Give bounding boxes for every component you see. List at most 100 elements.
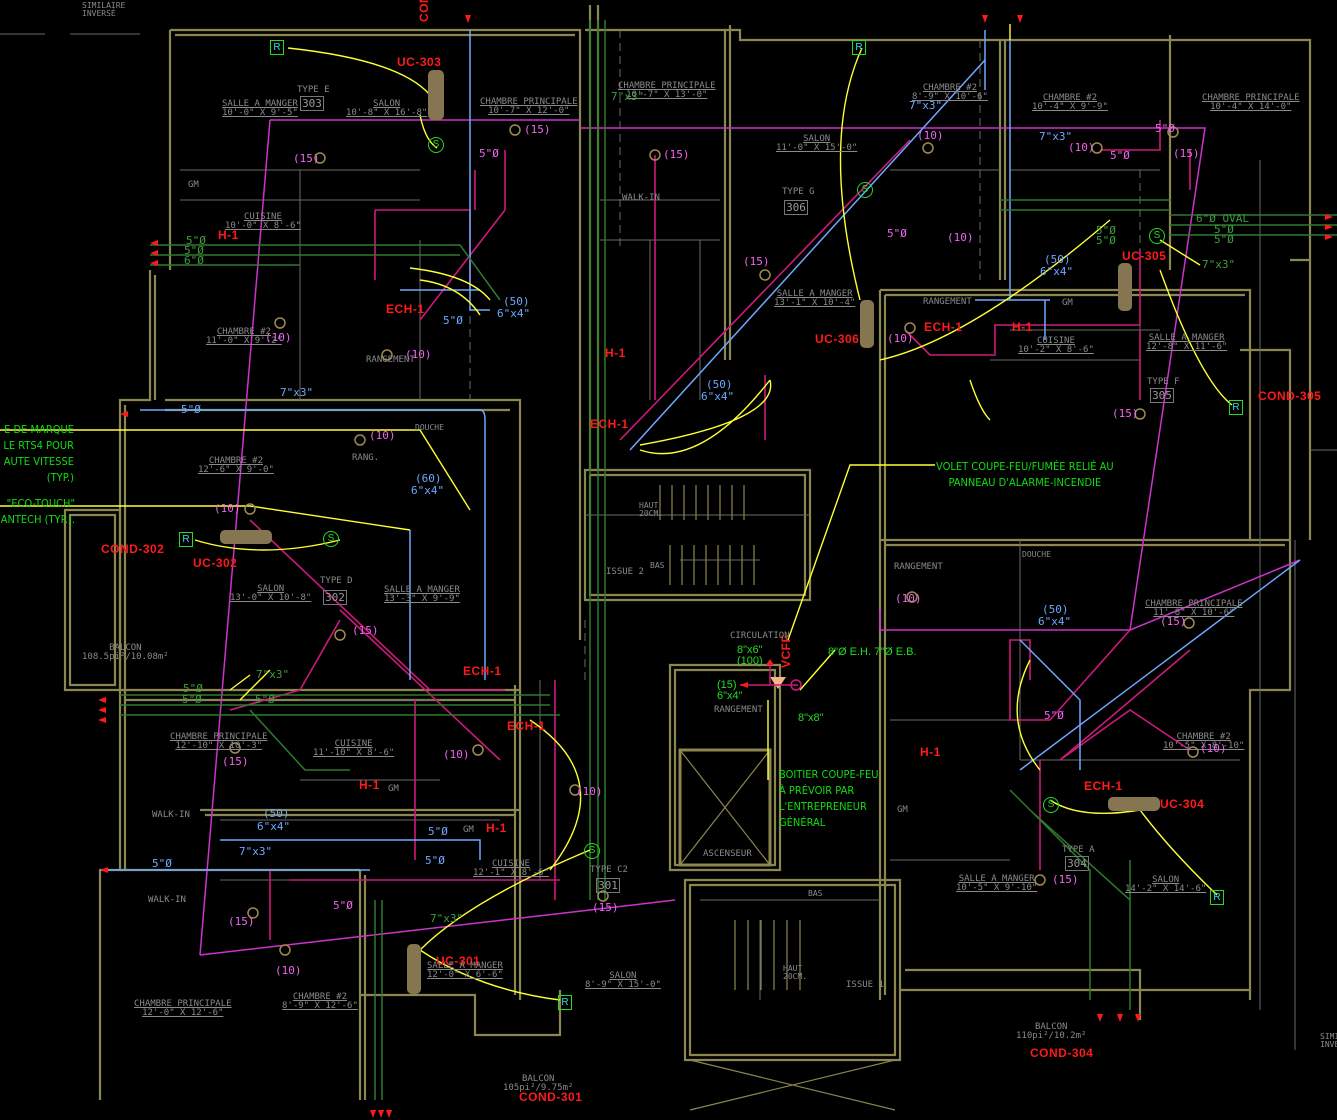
airflow-label: (15) [663,148,690,161]
space-label: WALK-IN [622,193,660,203]
tag-uc-305[interactable]: UC-305 [1122,249,1167,263]
unit-number-box: 303 [300,96,324,111]
return-grille-302[interactable]: R [179,532,193,547]
tag-cond-302[interactable]: COND-302 [101,542,165,556]
tag-h-1[interactable]: H-1 [605,346,626,360]
tag-ech-1[interactable]: ECH-1 [590,417,629,431]
duct-size-label: 5"Ø [1096,234,1116,247]
space-label: HAUT [783,964,803,973]
unit-number: 301 [598,879,618,892]
uc-302-unit[interactable] [220,530,272,544]
tag-cond-305[interactable]: COND-305 [1258,389,1322,403]
airflow-label: (60) [415,472,442,485]
note-line: AUTE VITESSE [3,455,74,468]
unit-number-box: 305 [1150,388,1174,403]
return-grille-303[interactable]: R [270,40,284,55]
space-label: RANGEMENT [923,297,972,307]
space-label: BAS [808,889,823,898]
vcff-detail [740,659,802,691]
tag-ech-1[interactable]: ECH-1 [507,719,546,733]
space-label: RANGEMENT [366,355,415,365]
duct-size-label: 6"Ø [184,254,204,267]
airflow-label: (15) [293,152,320,165]
airflow-label: (10) [443,748,470,761]
duct-size-label: 5"Ø [479,147,499,160]
return-grille-301[interactable]: R [558,995,572,1010]
airflow-label: (15) [1160,615,1187,628]
fresh-air-ducts [120,20,1337,1100]
tag-h-1[interactable]: H-1 [486,821,507,835]
sensor-302[interactable]: S [323,531,339,547]
exhaust-ducts [100,30,1301,871]
tag-ech-1[interactable]: ECH-1 [924,320,963,334]
airflow-label: (50) [1044,253,1071,266]
tag-cond-304[interactable]: COND-304 [1030,1046,1094,1060]
note-line: ANTECH (TYP.). [0,513,75,526]
sensor-304[interactable]: S [1043,797,1059,813]
uc-305-unit[interactable] [1118,263,1132,311]
tag-uc-306[interactable]: UC-306 [815,332,860,346]
sensor-306[interactable]: S [857,182,873,198]
uc-303-unit[interactable] [428,70,444,120]
tag-h-1[interactable]: H-1 [359,778,380,792]
return-grille-306[interactable]: R [852,40,866,55]
return-label: R [182,534,190,545]
stair-treads [659,485,896,1111]
unit-number: 305 [1152,389,1172,402]
tag-uc-303[interactable]: UC-303 [397,55,442,69]
red-wall-markers [98,15,1333,1118]
return-grille-305[interactable]: R [1229,400,1243,415]
note-volet: VOLET COUPE-FEU/FUMÉE RELIÉ AU PANNEAU D… [936,459,1114,491]
space-label: BAS [650,561,665,570]
return-grille-304[interactable]: R [1210,890,1224,905]
sensor-303[interactable]: S [428,137,444,153]
note-line: À PRÉVOIR PAR [779,784,855,797]
tag-uc-304[interactable]: UC-304 [1160,797,1205,811]
unit-type: TYPE C2 [590,865,628,875]
uc-306-unit[interactable] [860,300,874,348]
tag-h-1[interactable]: H-1 [920,745,941,759]
diffusers [229,124,1199,956]
return-label: R [855,42,863,53]
tag-uc-302[interactable]: UC-302 [193,556,238,570]
sensor-label: S [327,533,335,544]
unit-type: TYPE D [320,576,353,586]
tag-h-1[interactable]: H-1 [1012,320,1033,334]
space-label: GM [463,825,474,835]
grille-size-label: 7"x3" [611,90,645,103]
tag-ech-1[interactable]: ECH-1 [386,302,425,316]
tag-h-1[interactable]: H-1 [218,228,239,242]
airflow-label: (15) [1052,873,1079,886]
tag-cond-top[interactable]: CON [417,0,431,22]
tag-uc-301[interactable]: UC-301 [436,954,481,968]
unit-number-box: 302 [323,590,347,605]
uc-301-unit[interactable] [407,944,421,994]
grille-size-label: 6"x4" [411,484,445,497]
unit-type: TYPE A [1062,845,1095,855]
sensor-301[interactable]: S [584,843,600,859]
duct-size-label: 5"Ø [182,693,202,706]
space-label: 20CM. [639,509,664,518]
unit-type: TYPE F [1147,377,1180,387]
tag-cond-301[interactable]: COND-301 [519,1090,583,1104]
uc-304-unit[interactable] [1108,797,1160,811]
note-marque: E DE MARQUE LE RTS4 POUR AUTE VITESSE (T… [0,422,74,486]
space-label: CIRCULATION [730,631,790,641]
space-label: GM [388,784,399,794]
tag-ech-1[interactable]: ECH-1 [463,664,502,678]
return-label: R [1232,402,1240,413]
circulation-exhaust-cfm: (15) [717,679,737,691]
grille-size-label: 7"x3" [256,668,290,681]
tag-ech-1[interactable]: ECH-1 [1084,779,1123,793]
space-label: SIMILAIRE [1320,1032,1337,1041]
circulation-damper-size: 8"x8" [798,712,824,724]
sensor-305[interactable]: S [1149,228,1165,244]
